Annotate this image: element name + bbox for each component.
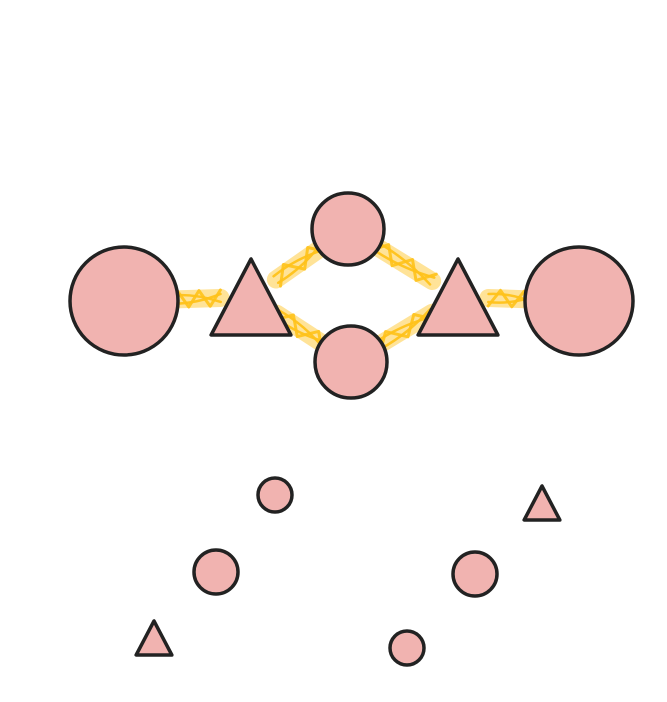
small-circle-3-node[interactable] <box>451 550 499 598</box>
circle-far-right-node[interactable] <box>523 245 635 357</box>
small-circle-4-node[interactable] <box>388 629 426 667</box>
small-circle-1-node[interactable] <box>256 476 294 514</box>
small-triangle-2-node[interactable] <box>134 619 174 657</box>
circle-bottom-center-node[interactable] <box>313 324 389 400</box>
scattered-nodes-layer <box>134 476 562 667</box>
circle-far-left-node[interactable] <box>68 245 180 357</box>
link-hatch-stroke <box>270 313 324 355</box>
link-hatch-stroke <box>279 246 331 288</box>
small-circle-2-node[interactable] <box>192 548 240 596</box>
nodes-layer <box>68 191 635 400</box>
circle-top-center-node[interactable] <box>310 191 386 267</box>
link-circle-top-center-to-triangle-right <box>363 235 442 291</box>
link-hatch-stroke <box>378 313 438 356</box>
triangle-left-node[interactable] <box>209 257 293 337</box>
triangle-right-node[interactable] <box>416 257 500 337</box>
small-triangle-1-node[interactable] <box>522 484 562 522</box>
